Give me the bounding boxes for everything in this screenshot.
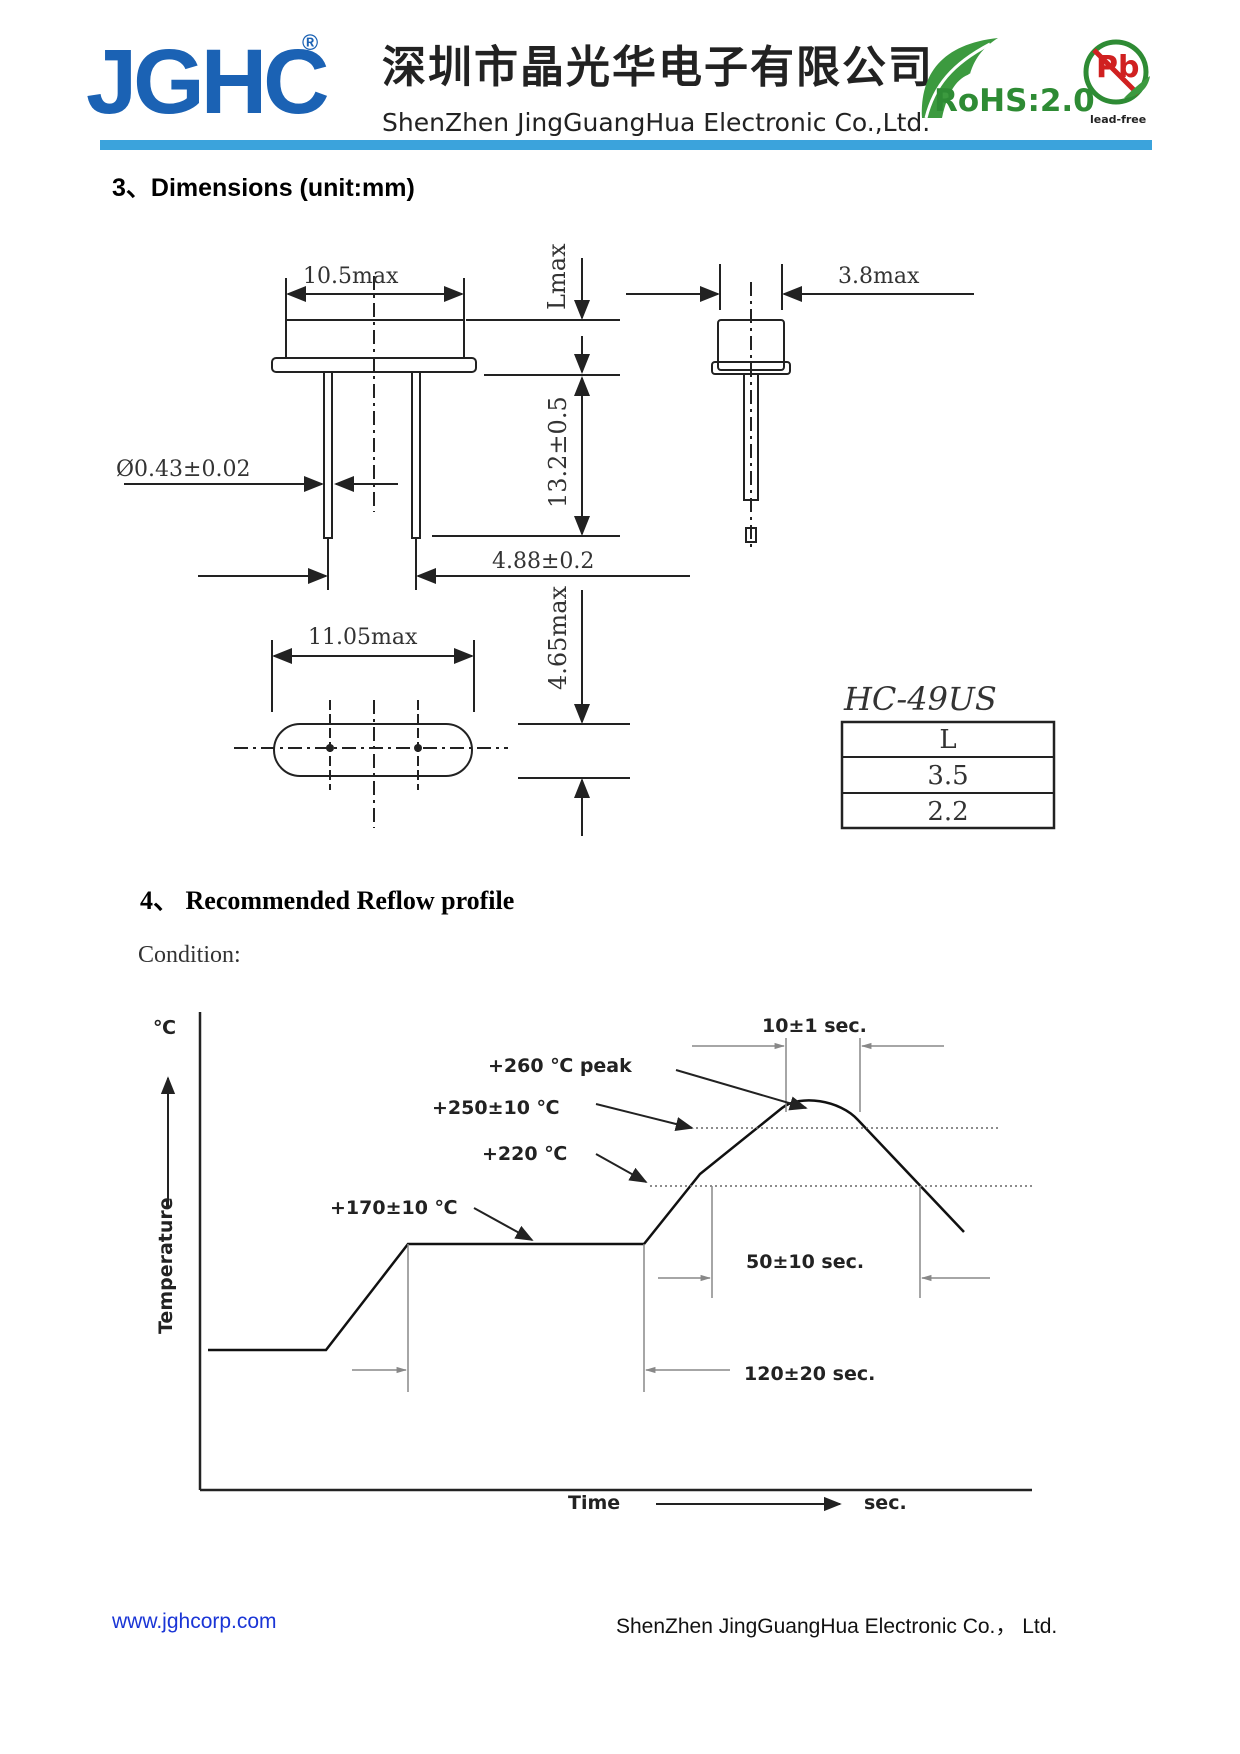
registered-mark: ® bbox=[302, 30, 319, 55]
body-width-label: 10.5max bbox=[303, 264, 399, 289]
y-axis-label: Temperature bbox=[155, 1197, 177, 1334]
lead-free-label: lead-free bbox=[1090, 113, 1147, 126]
table-cell: 2.2 bbox=[927, 797, 968, 827]
logo-text: JGHC bbox=[86, 31, 330, 133]
condition-label: Condition: bbox=[138, 942, 241, 968]
base-height-label: 4.65max bbox=[544, 585, 572, 690]
peak-time-label: 10±1 sec. bbox=[762, 1015, 867, 1037]
temp-170-label: +170±10 ℃ bbox=[330, 1197, 458, 1219]
company-name-en: ShenZhen JingGuangHua Electronic Co.,Ltd… bbox=[382, 108, 931, 137]
model-name: HC-49US bbox=[843, 680, 997, 718]
footer-company-name: ShenZhen JingGuangHua Electronic Co.， Lt… bbox=[616, 1615, 1058, 1638]
dimensions-title: 3、Dimensions (unit:mm) bbox=[112, 174, 415, 202]
rohs-label: RoHS:2.0 bbox=[934, 83, 1095, 119]
table-header: L bbox=[939, 725, 956, 755]
rohs-leaf-icon bbox=[921, 38, 998, 119]
temp-250-label: +250±10 ℃ bbox=[432, 1097, 560, 1119]
preheat-time-label: 120±20 sec. bbox=[744, 1363, 875, 1385]
x-unit-label: sec. bbox=[864, 1492, 907, 1514]
dimensions-drawing: 10.5max Lmax 3.8max Ø0.43±0.02 13.2±0.5 … bbox=[116, 243, 1056, 836]
pb-circle-icon bbox=[1083, 39, 1150, 105]
y-unit-label: ℃ bbox=[153, 1017, 176, 1039]
x-axis-label: Time bbox=[568, 1492, 620, 1514]
lead-diameter-label: Ø0.43±0.02 bbox=[116, 457, 250, 482]
lead-free-emblem: Pb lead-free bbox=[1078, 36, 1154, 128]
reflow-profile-curve bbox=[208, 1099, 965, 1352]
table-cell: 3.5 bbox=[927, 761, 968, 791]
footer-website-link[interactable]: www.jghcorp.com bbox=[112, 1610, 277, 1633]
company-logo: JGHC ® bbox=[86, 30, 330, 128]
reflow-profile-chart: ℃ Temperature Time sec. 10±1 sec. +260 ℃… bbox=[153, 1012, 1034, 1514]
above-220-time-label: 50±10 sec. bbox=[746, 1251, 864, 1273]
lead-length-label: 13.2±0.5 bbox=[544, 396, 572, 508]
reflow-title: 4、 Recommended Reflow profile bbox=[140, 886, 515, 915]
base-width-label: 11.05max bbox=[308, 625, 418, 650]
side-width-label: 3.8max bbox=[838, 264, 920, 289]
body-height-label: Lmax bbox=[543, 243, 571, 310]
peak-temp-label: +260 ℃ peak bbox=[488, 1055, 632, 1077]
company-name-cn: 深圳市晶光华电子有限公司 bbox=[382, 42, 934, 93]
temp-220-label: +220 ℃ bbox=[482, 1143, 567, 1165]
lead-pitch-label: 4.88±0.2 bbox=[492, 549, 594, 574]
header-divider bbox=[100, 140, 1152, 150]
rohs-emblem: RoHS:2.0 bbox=[912, 34, 1095, 124]
pb-symbol: Pb bbox=[1096, 50, 1140, 85]
model-table bbox=[840, 720, 1056, 830]
